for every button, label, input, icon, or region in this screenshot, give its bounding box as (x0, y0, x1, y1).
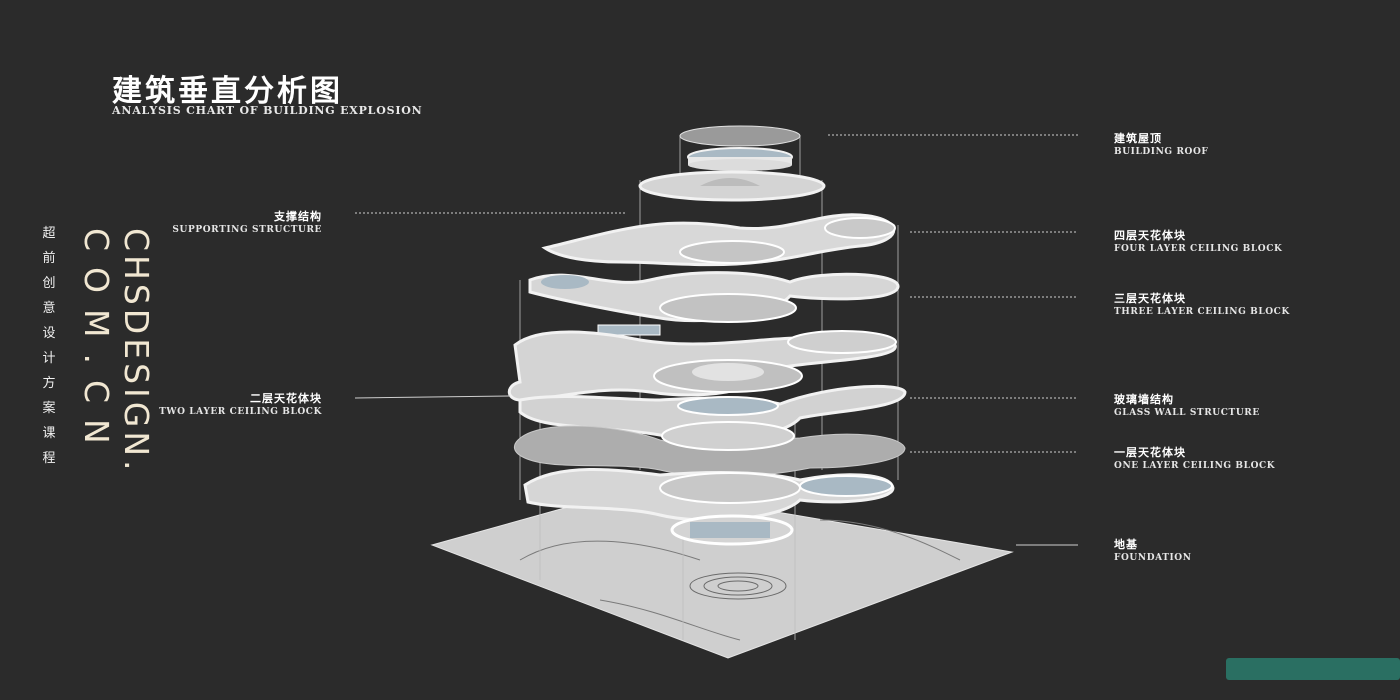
ground-layer-slab (523, 468, 895, 546)
accent-bar (1226, 658, 1400, 680)
label-supporting-structure: 支撑结构 SUPPORTING STRUCTURE (150, 208, 322, 235)
three-layer-slab (528, 271, 900, 336)
label-glass-wall: 玻璃墙结构 GLASS WALL STRUCTURE (1114, 391, 1260, 418)
label-four-layer-cn: 四层天花体块 (1114, 229, 1186, 242)
label-building-roof-en: BUILDING ROOF (1114, 147, 1209, 157)
page-title: 建筑垂直分析图 (112, 74, 343, 109)
label-supporting-structure-en: SUPPORTING STRUCTURE (172, 225, 322, 235)
label-foundation-cn: 地基 (1114, 538, 1138, 551)
label-glass-wall-en: GLASS WALL STRUCTURE (1114, 408, 1260, 418)
upper-ring-slab (638, 170, 826, 202)
brand-watermark-line2: COM.CN (77, 228, 116, 460)
brand-watermark-line1: CHSDESIGN. (117, 228, 156, 475)
roof-disc (679, 125, 801, 171)
label-four-layer: 四层天花体块 FOUR LAYER CEILING BLOCK (1114, 227, 1282, 254)
leader-lines (355, 134, 1078, 453)
label-two-layer-cn: 二层天花体块 (250, 392, 322, 405)
label-two-layer: 二层天花体块 TWO LAYER CEILING BLOCK (130, 390, 322, 417)
label-two-layer-en: TWO LAYER CEILING BLOCK (159, 407, 322, 417)
course-char: 方 (42, 376, 56, 391)
course-char: 案 (42, 401, 56, 416)
solid-leader-lines (354, 395, 1078, 546)
course-char: 计 (42, 351, 56, 366)
course-char: 创 (42, 276, 56, 291)
label-glass-wall-cn: 玻璃墙结构 (1114, 393, 1174, 406)
four-layer-slab (541, 213, 896, 267)
one-layer-slab (513, 421, 906, 478)
label-building-roof-cn: 建筑屋顶 (1114, 132, 1162, 145)
label-three-layer: 三层天花体块 THREE LAYER CEILING BLOCK (1114, 290, 1290, 317)
label-supporting-structure-cn: 支撑结构 (274, 210, 322, 223)
course-char: 设 (42, 326, 56, 341)
label-foundation-en: FOUNDATION (1114, 553, 1192, 563)
label-one-layer: 一层天花体块 ONE LAYER CEILING BLOCK (1114, 444, 1275, 471)
label-one-layer-en: ONE LAYER CEILING BLOCK (1114, 461, 1276, 471)
course-char: 意 (42, 301, 56, 316)
two-layer-slab (507, 330, 897, 402)
course-char: 前 (42, 251, 56, 266)
label-one-layer-cn: 一层天花体块 (1114, 446, 1186, 459)
course-char: 程 (42, 451, 56, 466)
label-three-layer-en: THREE LAYER CEILING BLOCK (1114, 307, 1290, 317)
glass-wall-slab (518, 384, 907, 442)
course-vertical-text: 超前创意设计方案课程 (40, 226, 58, 467)
course-char: 课 (42, 426, 56, 441)
label-building-roof: 建筑屋顶 BUILDING ROOF (1114, 130, 1208, 157)
label-three-layer-cn: 三层天花体块 (1114, 292, 1186, 305)
label-foundation: 地基 FOUNDATION (1114, 536, 1192, 563)
course-char: 超 (42, 226, 56, 241)
label-four-layer-en: FOUR LAYER CEILING BLOCK (1114, 244, 1283, 254)
page-subtitle: ANALYSIS CHART OF BUILDING EXPLOSION (112, 104, 423, 117)
